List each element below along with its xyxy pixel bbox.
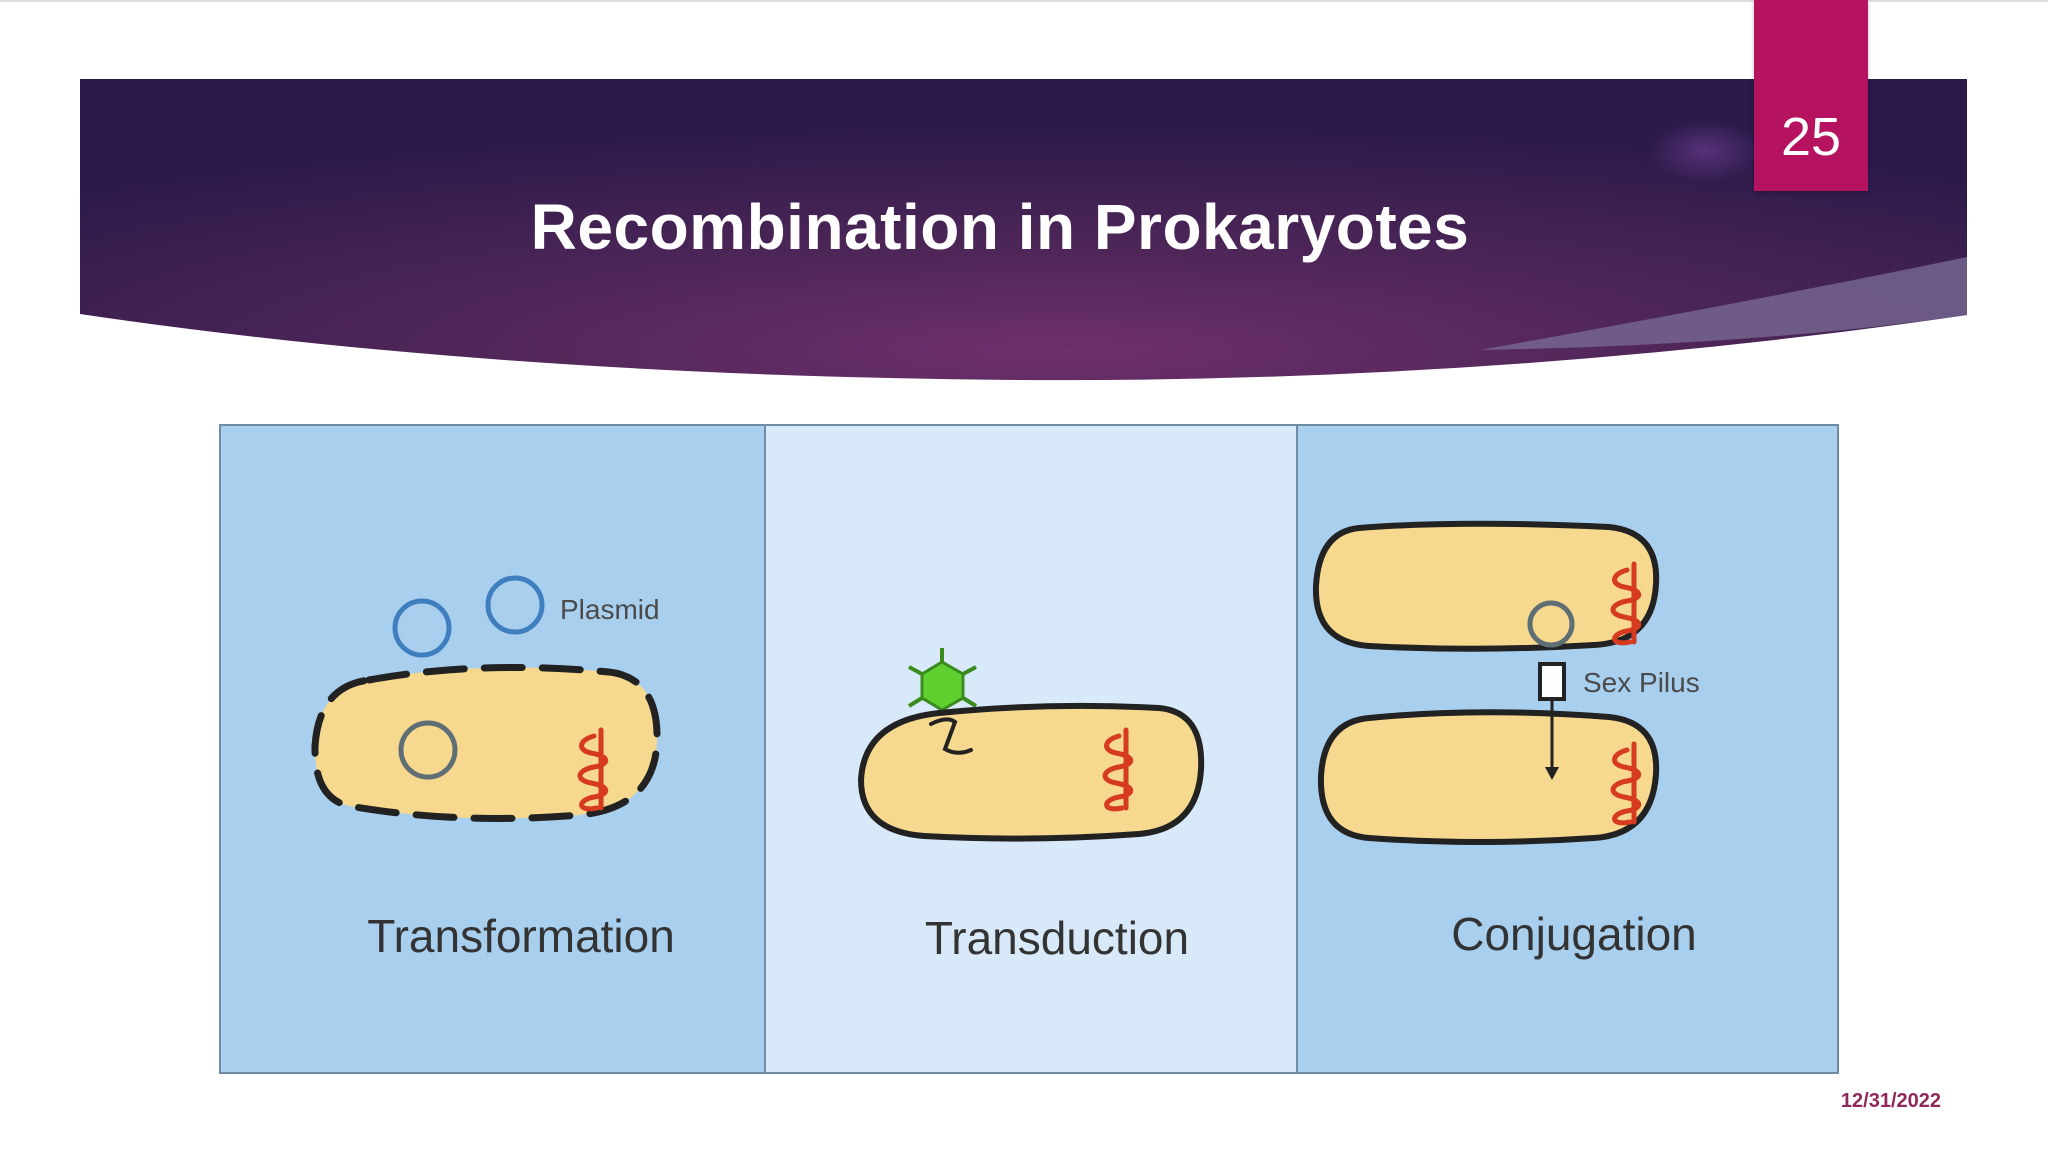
page-number: 25 — [1780, 107, 1842, 167]
slide-date: 12/31/2022 — [1840, 1090, 1941, 1112]
panel-label-conjugation: Conjugation — [1451, 908, 1697, 960]
free-plasmid-icon — [485, 575, 545, 635]
panel-label-transformation: Transformation — [367, 910, 675, 962]
transduction-illustration: Transduction — [857, 648, 1205, 964]
bacterial-chromosome-icon — [1610, 741, 1642, 826]
panel-label-transduction: Transduction — [925, 912, 1189, 964]
title-banner — [0, 0, 2048, 381]
bacterial-chromosome-icon — [1102, 727, 1134, 812]
recombination-diagram: Plasmid Transformation Transduction — [219, 424, 1839, 1074]
injected-dna-icon — [929, 717, 973, 755]
plasmid-label: Plasmid — [560, 594, 660, 625]
transformation-illustration: Plasmid Transformation — [311, 575, 675, 962]
slide-title: Recombination in Prokaryotes — [530, 191, 1470, 263]
free-plasmid-icon — [392, 598, 452, 658]
bacterium-permeable-cell — [311, 664, 661, 822]
bacterial-chromosome-icon — [577, 727, 609, 812]
donor-plasmid-icon — [1527, 600, 1575, 648]
page-number-badge: 25 — [1754, 0, 1868, 191]
absorbed-plasmid-icon — [398, 720, 458, 780]
banner-swoosh — [1480, 257, 1967, 350]
donor-bacterium-cell — [1312, 520, 1660, 652]
transfer-arrow-head — [1545, 767, 1559, 780]
recipient-bacterium-cell — [1317, 709, 1660, 845]
sex-pilus-icon — [1538, 662, 1566, 701]
bacterium-host-cell — [857, 702, 1205, 842]
bacterial-chromosome-icon — [1610, 561, 1642, 646]
sex-pilus-label: Sex Pilus — [1583, 667, 1700, 698]
conjugation-illustration: Sex Pilus Conjugation — [1312, 520, 1700, 960]
